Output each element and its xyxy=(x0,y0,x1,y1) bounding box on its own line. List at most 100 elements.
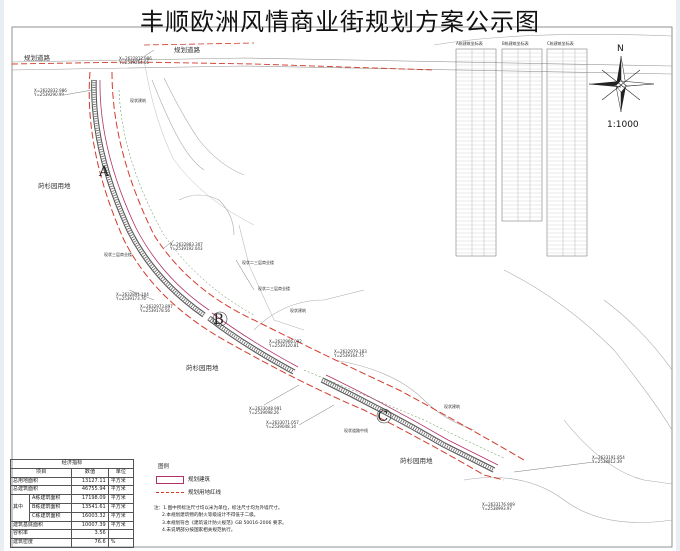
plan-sheet: X=2632812.986 Y=2539264.66 X=2632832.986… xyxy=(4,0,676,551)
legend-building-label: 规划建筑 xyxy=(188,477,211,483)
legend-redline-swatch xyxy=(156,492,184,493)
svg-text:Y=2539192.043: Y=2539192.043 xyxy=(169,246,203,251)
stats-col-item: 项目 xyxy=(9,467,73,478)
legend-building-swatch xyxy=(156,476,184,484)
road-edge xyxy=(11,65,673,75)
svg-text:X=2633191.854: X=2633191.854 xyxy=(592,455,625,460)
road-label-west: 规划道路 xyxy=(24,53,51,62)
stats-row-value: 16003.32 xyxy=(71,511,109,522)
scale-label: 1:1000 xyxy=(607,120,639,130)
coord-table-b xyxy=(501,48,543,222)
svg-text:Y=2539178.56: Y=2539178.56 xyxy=(139,308,170,313)
stats-row-unit: 平方米 xyxy=(107,485,135,496)
svg-text:X=2632973.897: X=2632973.897 xyxy=(140,304,173,309)
zone-label-c: C xyxy=(378,409,389,425)
coord-table-c xyxy=(546,48,588,257)
stats-row-prefix: 其中 xyxy=(10,494,30,522)
stats-row-item: C栋建筑面积 xyxy=(28,511,73,522)
park-label-middle: 莳杉园用地 xyxy=(186,363,219,372)
svg-text:X=2632966.092: X=2632966.092 xyxy=(269,339,302,344)
site-redline-east xyxy=(111,71,525,461)
note-line: 4.未说明部分按国家相关规范执行。 xyxy=(162,527,236,533)
stats-row-unit: 平方米 xyxy=(107,476,135,487)
stats-col-unit: 单位 xyxy=(107,467,135,478)
svg-text:Y=2539120.81: Y=2539120.81 xyxy=(268,343,299,348)
stats-row-item: 容积率 xyxy=(9,529,73,540)
stats-row-item: 总用地面积 xyxy=(9,476,73,487)
svg-text:X=2633071.057: X=2633071.057 xyxy=(266,420,299,425)
svg-text:X=2632832.986: X=2632832.986 xyxy=(34,88,67,93)
coordinate-tables: A栋建筑坐标表 B栋建筑坐标表 C栋建筑坐标表 xyxy=(455,40,588,257)
zone-label-a: A xyxy=(98,164,110,180)
site-map: X=2632812.986 Y=2539264.66 X=2632832.986… xyxy=(11,26,673,548)
svg-text:Y=2539173.76: Y=2539173.76 xyxy=(115,296,146,301)
stats-col-value: 数值 xyxy=(71,467,109,478)
svg-text:现状建筑: 现状建筑 xyxy=(444,403,460,409)
road-edge xyxy=(11,57,673,67)
stats-row-unit: 平方米 xyxy=(107,511,135,522)
stats-row-item: 建筑密度 xyxy=(9,538,73,548)
zone-label-b: B xyxy=(214,312,224,328)
economic-indicators-table: 经济指标 项目 数值 单位 总用地面积 13127.11 平方米 总建筑面积 4… xyxy=(9,459,135,548)
svg-text:Y=2539098.26: Y=2539098.26 xyxy=(248,410,279,415)
note-line: 2.本规划建筑物的耐火等级设计不得低于二级。 xyxy=(162,513,259,519)
coord-table-a xyxy=(455,48,497,257)
svg-text:Y=2538812.39: Y=2538812.39 xyxy=(591,459,622,464)
svg-text:X=2632883.307: X=2632883.307 xyxy=(170,242,203,247)
building-a-base xyxy=(91,79,206,318)
svg-text:X=2632979.183: X=2632979.183 xyxy=(334,349,367,354)
svg-text:Y=2539264.66: Y=2539264.66 xyxy=(118,60,149,65)
map-frame xyxy=(11,26,673,548)
stats-row-unit: 平方米 xyxy=(107,520,135,531)
building-a-outline xyxy=(99,79,210,311)
stats-row-value: 17198.09 xyxy=(71,494,109,504)
stats-row-value: 46755.94 xyxy=(71,485,109,496)
stats-row-unit xyxy=(107,529,135,540)
note-line: 3.本规划符合《建筑设计防火规范》GB 50016-2006 要求。 xyxy=(162,520,287,526)
legend-title: 图例 xyxy=(158,464,170,470)
svg-text:现状二三层商业楼: 现状二三层商业楼 xyxy=(242,259,274,265)
road-redline xyxy=(11,61,435,71)
stats-row-item: 总建筑面积 xyxy=(9,485,73,496)
stats-row-unit: 平方米 xyxy=(107,494,135,504)
svg-text:Y=2539290.99: Y=2539290.99 xyxy=(33,92,64,97)
svg-text:X=2632812.986: X=2632812.986 xyxy=(119,56,152,61)
svg-text:X=2632891.104: X=2632891.104 xyxy=(116,292,149,297)
stats-row-item: B栋建筑面积 xyxy=(28,502,73,513)
svg-text:现状建筑: 现状建筑 xyxy=(290,307,306,313)
stats-title: 经济指标 xyxy=(10,459,134,469)
stats-row-unit: % xyxy=(107,538,135,548)
coord-table-a-title: A栋建筑坐标表 xyxy=(456,40,483,46)
page-title: 丰顺欧洲风情商业街规划方案公示图 xyxy=(140,8,540,36)
stats-row-item: 建筑基底面积 xyxy=(9,520,73,531)
svg-text:X=2633176.909: X=2633176.909 xyxy=(482,502,515,507)
stats-row-value: 3.56 xyxy=(71,529,109,540)
park-label-west: 莳杉园用地 xyxy=(38,181,71,190)
svg-text:现状二三层商业楼: 现状二三层商业楼 xyxy=(258,285,290,291)
stats-row-item: A栋建筑面积 xyxy=(28,494,73,504)
stats-row-value: 13541.61 xyxy=(71,502,109,513)
svg-text:X=2633048.991: X=2633048.991 xyxy=(249,406,282,411)
stats-row-value: 13127.11 xyxy=(71,476,109,487)
park-label-east: 莳杉园用地 xyxy=(400,456,433,465)
stats-row-value: 76.6 xyxy=(71,538,109,548)
coord-table-c-title: C栋建筑坐标表 xyxy=(547,40,574,46)
svg-text:Y=2538993.97: Y=2538993.97 xyxy=(481,506,512,511)
note-line: 注：1.图中所标注尺寸均以米为单位，标注尺寸均为外墙尺寸。 xyxy=(154,506,283,511)
site-redline-west xyxy=(88,71,505,481)
legend: 图例 规划建筑 规划用地红线 xyxy=(154,462,254,502)
legend-redline-label: 规划用地红线 xyxy=(188,490,222,496)
road-label-north: 规划道路 xyxy=(174,45,201,54)
north-label: N xyxy=(617,44,624,54)
svg-text:现状建筑: 现状建筑 xyxy=(130,97,146,103)
stats-row-unit: 平方米 xyxy=(107,502,135,513)
notes: 注：1.图中所标注尺寸均以米为单位，标注尺寸均为外墙尺寸。 2.本规划建筑物的耐… xyxy=(154,505,414,534)
north-arrow: N 1:1000 xyxy=(588,44,655,130)
svg-text:现状三层商业楼: 现状三层商业楼 xyxy=(104,251,132,257)
svg-text:现状道路中线: 现状道路中线 xyxy=(344,427,368,433)
building-a-units xyxy=(92,79,205,317)
svg-text:Y=2539048.14: Y=2539048.14 xyxy=(265,424,296,429)
building-b-units xyxy=(208,316,295,374)
coord-table-b-title: B栋建筑坐标表 xyxy=(502,40,529,46)
svg-text:Y=2539164.75: Y=2539164.75 xyxy=(333,353,364,358)
